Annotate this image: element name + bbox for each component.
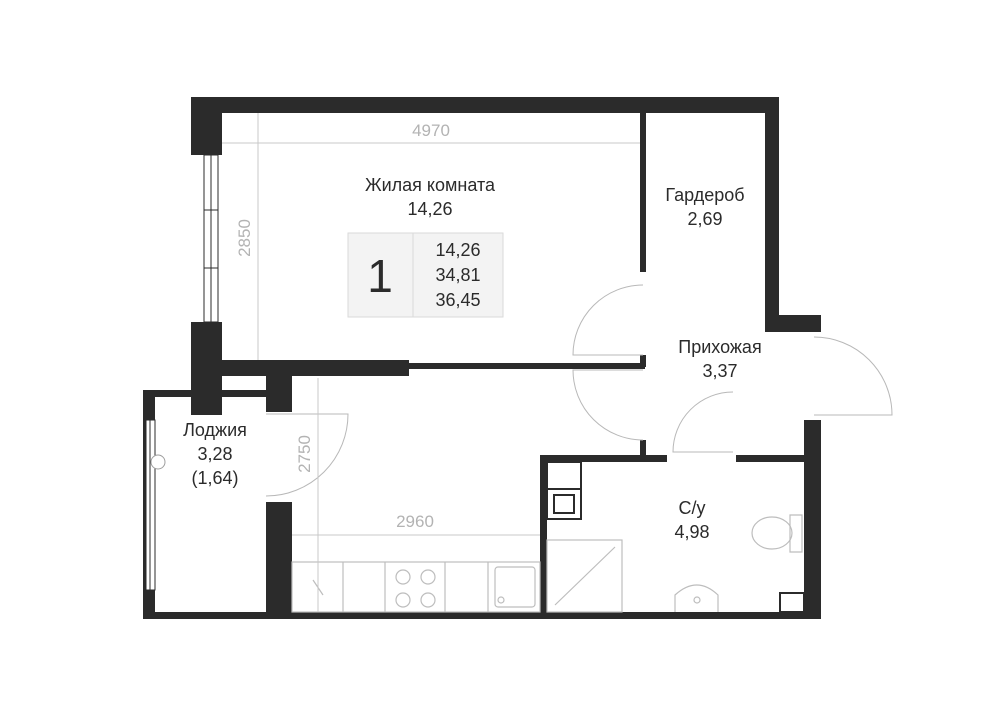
hall-stub-2 <box>640 355 646 367</box>
toilet-bowl-icon <box>751 516 793 550</box>
room-labels: Жилая комната 14,26 Гардероб 2,69 Прихож… <box>183 175 762 542</box>
loggia-area-reduced: (1,64) <box>191 468 238 488</box>
shaft-box-1 <box>546 461 582 490</box>
loggia-door-swing <box>265 413 349 497</box>
washbasin-drain-icon <box>693 596 701 604</box>
bathroom-top-wall-left <box>540 455 667 462</box>
dim-kitchen-depth: 2750 <box>295 435 314 473</box>
stove-burner-1-icon <box>395 569 411 585</box>
left-wall-upper <box>191 97 222 155</box>
top-wall <box>191 97 779 113</box>
stove-burner-2-icon <box>420 569 436 585</box>
bathroom-name: С/у <box>679 498 706 518</box>
wardrobe-area: 2,69 <box>687 209 722 229</box>
shower-diagonal <box>554 546 616 606</box>
living-door-swing <box>572 284 644 356</box>
washbasin-icon <box>674 584 719 612</box>
shaft-box-inner <box>553 494 575 514</box>
bathroom-door-swing <box>672 391 734 453</box>
hallway-name: Прихожая <box>678 337 761 357</box>
living-room-name: Жилая комната <box>365 175 496 195</box>
loggia-bottom-wall <box>143 612 266 619</box>
doors <box>265 284 893 497</box>
stove-burner-4-icon <box>420 592 436 608</box>
shower-tray-icon <box>546 539 623 613</box>
summary-box-bg <box>347 232 504 318</box>
dim-living-depth: 2850 <box>235 219 254 257</box>
loggia-name: Лоджия <box>183 420 247 440</box>
right-wall-notch <box>765 315 821 332</box>
living-hall-partition <box>405 363 645 369</box>
kitchen-sink-icon <box>494 566 536 608</box>
rooms-count: 1 <box>367 250 393 302</box>
bathroom-top-wall-right <box>736 455 804 462</box>
loggia-area: 3,28 <box>197 444 232 464</box>
entrance-door-swing <box>813 336 893 416</box>
pillar-loggia <box>266 376 292 412</box>
kitchen-door-swing <box>572 369 644 441</box>
dim-kitchen-width: 2960 <box>396 512 434 531</box>
summary-total-area: 34,81 <box>435 265 480 285</box>
summary-living-area: 14,26 <box>435 240 480 260</box>
loggia-handle-icon <box>150 454 166 470</box>
kitchen-left-wall <box>266 502 292 618</box>
summary-total-with-loggia: 36,45 <box>435 290 480 310</box>
kitchen-fixtures <box>291 561 541 613</box>
kitchen-counter <box>291 561 541 613</box>
wardrobe-partition <box>640 97 646 272</box>
bathroom-area: 4,98 <box>674 522 709 542</box>
dimensions: 4970 2850 2750 2960 <box>222 113 640 612</box>
right-wall-lower <box>804 420 821 618</box>
summary-box: 1 14,26 34,81 36,45 <box>347 232 504 318</box>
stove-burner-3-icon <box>395 592 411 608</box>
dim-living-width: 4970 <box>412 121 450 140</box>
loggia-top-wall <box>143 390 266 397</box>
bathroom-fixtures <box>546 514 803 613</box>
bath-shaft <box>779 592 805 613</box>
living-room-area: 14,26 <box>407 199 452 219</box>
right-wall-upper <box>765 97 779 332</box>
sink-drain-icon <box>497 596 505 604</box>
hall-stub <box>640 440 646 462</box>
living-kitchen-wall <box>191 360 409 376</box>
shaft-box-2 <box>546 488 582 520</box>
bathroom-left-wall <box>540 455 547 618</box>
wardrobe-name: Гардероб <box>665 185 744 205</box>
windows <box>145 154 219 591</box>
hallway-area: 3,37 <box>702 361 737 381</box>
